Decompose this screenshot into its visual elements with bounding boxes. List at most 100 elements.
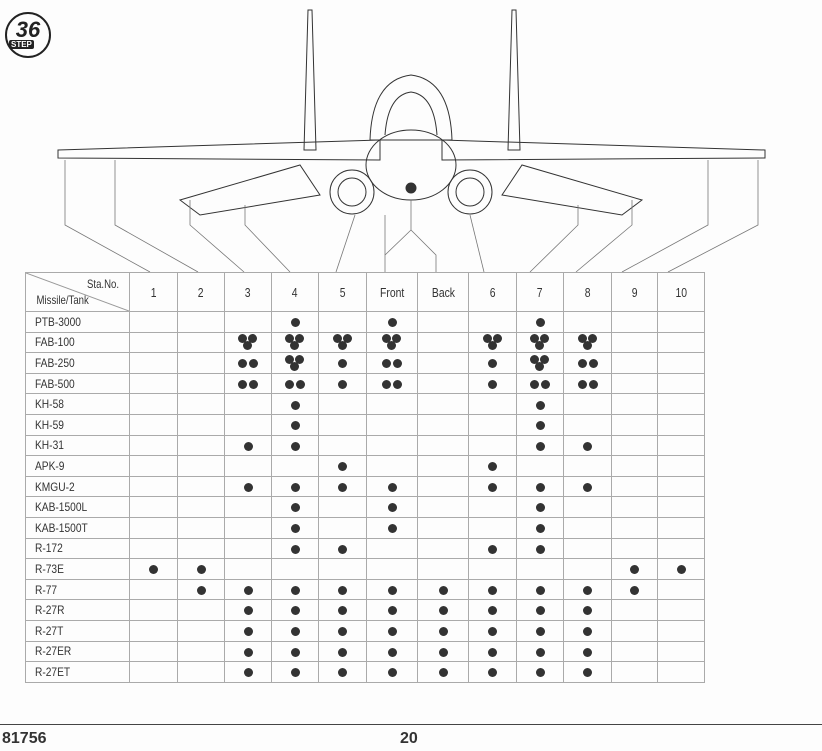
station-label: 2 bbox=[198, 284, 204, 300]
left-stabilizer bbox=[178, 164, 321, 216]
load-cell bbox=[563, 578, 612, 601]
load-cell bbox=[611, 640, 658, 663]
load-dot bbox=[438, 585, 448, 595]
load-cell bbox=[563, 413, 612, 436]
aircraft-front-view-diagram bbox=[57, 9, 766, 273]
load-cell bbox=[224, 352, 272, 374]
station-label: Front bbox=[379, 284, 405, 300]
load-dot bbox=[535, 668, 545, 678]
load-dot bbox=[438, 606, 448, 616]
triple-load-cluster bbox=[529, 354, 551, 371]
load-cell bbox=[516, 599, 564, 621]
load-dot bbox=[583, 627, 592, 637]
table-row: FAB-500 bbox=[25, 372, 705, 395]
load-cell bbox=[271, 640, 319, 663]
load-cell bbox=[611, 599, 658, 621]
table-row: FAB-100 bbox=[25, 331, 705, 354]
weapon-name: KH-31 bbox=[35, 438, 64, 453]
weapon-name-cell: PTB-3000 bbox=[25, 311, 130, 333]
step-number: 36 bbox=[15, 17, 41, 42]
load-cell bbox=[224, 311, 272, 333]
load-dot bbox=[290, 482, 300, 492]
load-cell bbox=[224, 558, 272, 580]
load-dot bbox=[249, 359, 258, 369]
load-cell bbox=[129, 331, 178, 354]
load-dot bbox=[535, 647, 545, 657]
load-dot bbox=[540, 354, 549, 364]
load-cell bbox=[516, 372, 564, 395]
weapon-name: R-27R bbox=[35, 603, 65, 618]
load-cell bbox=[271, 475, 319, 498]
load-dot bbox=[492, 334, 502, 344]
load-dot bbox=[382, 334, 391, 344]
load-dot bbox=[149, 565, 158, 575]
load-cell bbox=[224, 640, 272, 663]
triple-load-cluster bbox=[381, 334, 403, 351]
step-badge: 36 STEP bbox=[5, 12, 51, 58]
station-label: 10 bbox=[675, 284, 687, 300]
load-dot bbox=[238, 334, 247, 344]
load-cell bbox=[563, 434, 612, 457]
station-header: 2 bbox=[177, 272, 225, 312]
load-cell bbox=[271, 331, 319, 354]
load-cell bbox=[468, 413, 517, 436]
load-cell bbox=[224, 516, 272, 539]
load-dot bbox=[488, 359, 497, 369]
load-cell bbox=[657, 455, 705, 477]
load-cell bbox=[563, 558, 612, 580]
triple-load-cluster bbox=[577, 334, 599, 351]
load-cell bbox=[318, 619, 367, 642]
load-cell bbox=[129, 352, 178, 374]
load-dot bbox=[285, 379, 294, 389]
load-cell bbox=[318, 537, 367, 560]
weapon-name-cell: R-27ER bbox=[25, 640, 130, 663]
station-label: 7 bbox=[537, 284, 543, 300]
load-cell bbox=[366, 516, 418, 539]
load-cell bbox=[657, 537, 705, 560]
weapon-name: KMGU-2 bbox=[35, 479, 75, 494]
station-header: 5 bbox=[318, 272, 367, 312]
station-number-label: Sta.No. bbox=[86, 277, 119, 291]
load-cell bbox=[468, 516, 517, 539]
load-dot bbox=[243, 585, 253, 595]
load-cell bbox=[563, 455, 612, 477]
load-dot bbox=[540, 334, 549, 344]
load-cell bbox=[417, 352, 469, 374]
load-dot bbox=[577, 379, 587, 389]
load-dot bbox=[438, 668, 448, 678]
load-dot bbox=[290, 647, 300, 657]
load-dot bbox=[488, 627, 497, 637]
load-cell bbox=[468, 331, 517, 354]
load-cell bbox=[366, 455, 418, 477]
load-cell bbox=[271, 619, 319, 642]
load-cell bbox=[366, 578, 418, 601]
load-cell bbox=[516, 393, 564, 415]
weapon-name-cell: R-27T bbox=[25, 619, 130, 642]
load-cell bbox=[366, 475, 418, 498]
load-dot bbox=[290, 544, 300, 554]
table-row: KH-31 bbox=[25, 434, 705, 457]
weapon-name: R-73E bbox=[35, 561, 64, 576]
load-cell bbox=[177, 331, 225, 354]
load-cell bbox=[271, 599, 319, 621]
load-cell bbox=[516, 496, 564, 518]
load-cell bbox=[177, 516, 225, 539]
load-cell bbox=[129, 516, 178, 539]
load-cell bbox=[224, 599, 272, 621]
load-dot bbox=[285, 354, 294, 364]
right-tail-fin bbox=[507, 9, 521, 151]
load-cell bbox=[611, 352, 658, 374]
weapon-name: PTB-3000 bbox=[35, 314, 81, 329]
load-dot bbox=[387, 668, 397, 678]
left-tail-fin bbox=[303, 9, 317, 151]
load-cell bbox=[366, 599, 418, 621]
load-cell bbox=[516, 311, 564, 333]
weapon-name-cell: R-27R bbox=[25, 599, 130, 621]
load-cell bbox=[177, 599, 225, 621]
load-cell bbox=[417, 516, 469, 539]
triple-load-cluster bbox=[284, 334, 306, 351]
load-cell bbox=[177, 496, 225, 518]
load-cell bbox=[318, 352, 367, 374]
